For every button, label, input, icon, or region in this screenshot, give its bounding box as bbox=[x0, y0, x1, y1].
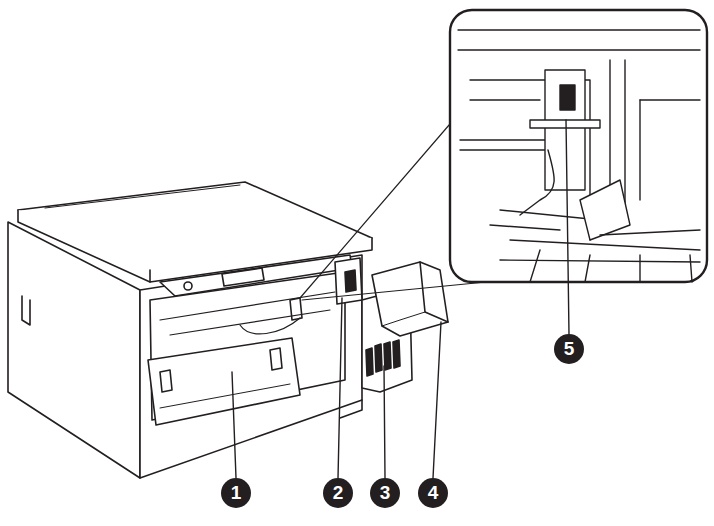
callout-circle bbox=[323, 478, 353, 508]
tank-cap bbox=[345, 270, 356, 292]
tank-window bbox=[393, 340, 400, 368]
callout-circle bbox=[554, 334, 584, 364]
lid-line bbox=[45, 185, 240, 208]
tray-tab bbox=[270, 348, 282, 370]
cover-edge bbox=[420, 262, 448, 322]
zoom-line bbox=[300, 110, 462, 298]
tank-window bbox=[384, 342, 391, 370]
interior-line bbox=[160, 292, 335, 320]
output-tray bbox=[148, 338, 300, 425]
tray-tab bbox=[160, 370, 172, 392]
body-front bbox=[140, 255, 362, 478]
body-bottom bbox=[340, 400, 362, 418]
callout-number: 2 bbox=[323, 478, 353, 508]
lid-corner bbox=[149, 270, 151, 282]
callout-number: 4 bbox=[418, 478, 448, 508]
tray-line bbox=[160, 384, 290, 408]
side-grip bbox=[22, 296, 30, 325]
screen bbox=[222, 268, 264, 286]
interior-line bbox=[170, 310, 330, 335]
callout-number: 5 bbox=[554, 334, 584, 364]
callout-number: 3 bbox=[370, 478, 400, 508]
power-button bbox=[184, 282, 192, 290]
leader-line bbox=[232, 372, 236, 478]
ink-tube bbox=[240, 318, 300, 334]
callout-circle bbox=[221, 478, 251, 508]
leader-line bbox=[433, 322, 441, 478]
inset-frame bbox=[450, 10, 707, 282]
leader-line bbox=[338, 298, 342, 478]
tank-cap-area bbox=[335, 258, 362, 304]
print-head bbox=[290, 298, 302, 320]
cover-edge bbox=[382, 312, 425, 326]
leader-line bbox=[384, 366, 385, 478]
zoom-line bbox=[302, 282, 486, 300]
callout-number: 1 bbox=[221, 478, 251, 508]
tank-window bbox=[375, 344, 382, 372]
tank-cover bbox=[372, 262, 448, 336]
tank-window bbox=[366, 348, 373, 376]
callout-circle bbox=[370, 478, 400, 508]
callout-circle bbox=[418, 478, 448, 508]
leader-line bbox=[566, 120, 569, 334]
inset-detail bbox=[458, 30, 700, 282]
